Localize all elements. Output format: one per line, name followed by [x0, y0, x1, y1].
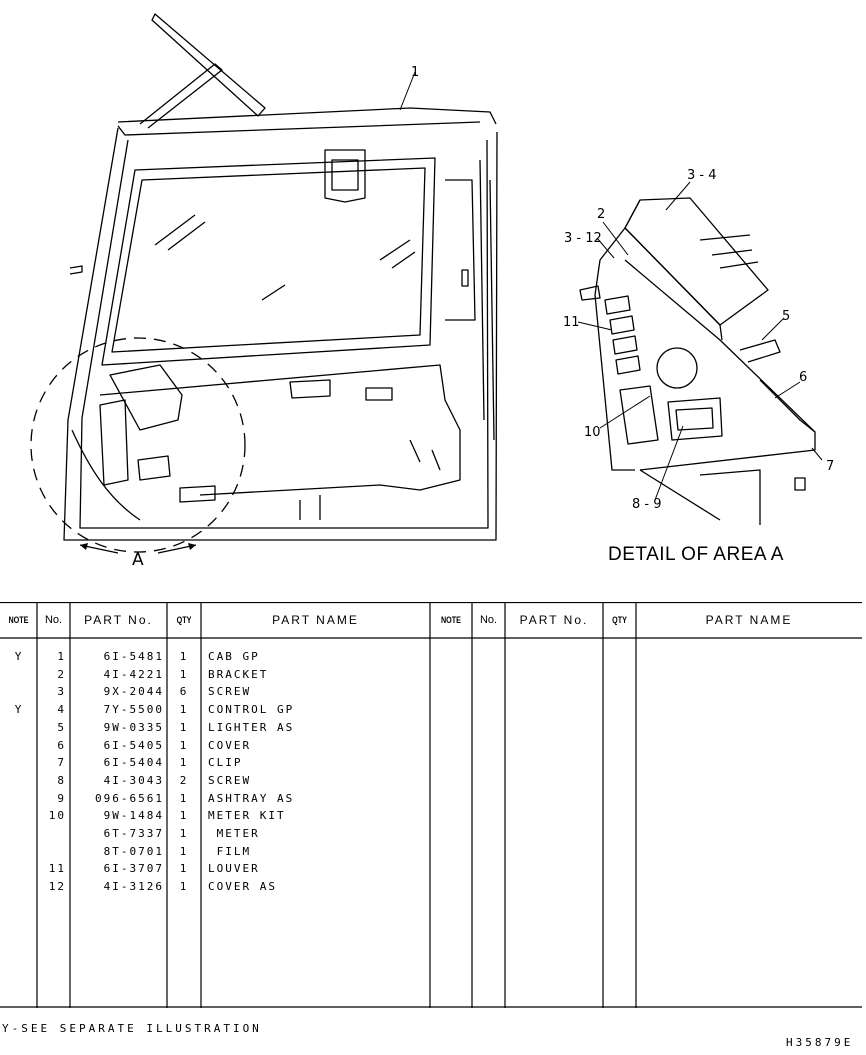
reference-number: H35879E	[786, 1036, 854, 1049]
cell-part-no: 4I-3043	[103, 773, 164, 787]
cell-no: 8	[57, 773, 66, 787]
cell-no: 1	[57, 650, 66, 663]
cell-qty: 1	[179, 880, 187, 894]
cell-qty: 1	[179, 667, 187, 681]
cell-no: 9	[57, 791, 66, 805]
cell-name: ASHTRAY AS	[208, 791, 295, 805]
cell-no: 12	[48, 880, 66, 894]
header-part-name-right: PART NAME	[705, 613, 793, 627]
cell-part-no: 4I-3126	[103, 880, 164, 894]
table-grid	[0, 602, 862, 1008]
cell-qty: 2	[179, 773, 187, 787]
header-part-no-right: PART No.	[519, 613, 589, 627]
callout-11: 11	[563, 315, 580, 330]
cell-qty: 1	[179, 756, 187, 770]
cell-qty: 1	[179, 809, 187, 823]
callout-3-12: 3 - 12	[564, 231, 602, 246]
cell-part-no: 4I-4221	[103, 667, 164, 681]
header-note-left: NOTE	[8, 615, 29, 625]
cell-name: METER KIT	[208, 809, 286, 823]
cell-no: 3	[57, 685, 66, 699]
cell-name: COVER	[208, 738, 252, 752]
cell-part-no: 6I-5404	[103, 756, 164, 770]
header-qty-right: QTY	[612, 615, 627, 625]
callout-7: 7	[826, 459, 834, 474]
cell-name: CLIP	[208, 756, 243, 770]
cell-name: LIGHTER AS	[208, 720, 295, 734]
cell-name: BRACKET	[208, 667, 269, 681]
parts-table: NOTE No. PART No. QTY PART NAME NOTE No.…	[0, 602, 862, 1008]
header-no-left: No.	[44, 614, 63, 626]
header-part-name-left: PART NAME	[272, 613, 359, 627]
cell-note: Y	[14, 650, 22, 663]
callout-2: 2	[597, 207, 605, 222]
callout-3-4: 3 - 4	[687, 168, 717, 183]
cell-no: 5	[57, 720, 66, 734]
parts-illustration: 1 3 - 4 2 3 - 12 11 5 6 10 7 8 - 9 A DET…	[30, 13, 834, 570]
cell-part-no: 9W-0335	[103, 720, 164, 734]
detail-title: DETAIL OF AREA A	[608, 544, 784, 565]
cell-no: 6	[57, 738, 66, 752]
header-part-no-left: PART No.	[84, 613, 153, 627]
callout-6: 6	[799, 370, 807, 385]
cell-part-no: 6I-5405	[103, 738, 164, 752]
header-qty-left: QTY	[176, 615, 192, 625]
cell-qty: 1	[179, 650, 187, 663]
cell-part-no: 9W-1484	[103, 809, 164, 823]
cell-part-no: 7Y-5500	[103, 703, 164, 717]
callout-8-9: 8 - 9	[632, 497, 662, 512]
cell-name: SCREW	[208, 773, 252, 787]
cell-note: Y	[14, 703, 22, 717]
cell-no: 11	[48, 862, 66, 876]
cell-name: CAB GP	[208, 650, 260, 663]
cell-part-no: 6I-5481	[103, 650, 164, 663]
cell-qty: 1	[179, 791, 187, 805]
cell-part-no: 9X-2044	[103, 685, 164, 699]
callout-10: 10	[584, 425, 601, 440]
cell-name: METER	[208, 827, 260, 840]
cell-qty: 1	[179, 720, 187, 734]
callout-5: 5	[782, 309, 790, 324]
cell-qty: 1	[179, 844, 187, 858]
cell-no: 7	[57, 756, 66, 770]
detail-area-circle	[30, 337, 246, 553]
header-no-right: No.	[479, 614, 498, 626]
footnote: Y-SEE SEPARATE ILLUSTRATION	[2, 1022, 262, 1035]
cab-drawing	[63, 13, 498, 541]
cell-qty: 6	[179, 685, 187, 699]
callout-1: 1	[411, 65, 419, 80]
cell-name: LOUVER	[208, 862, 260, 876]
callout-a: A	[132, 550, 144, 570]
cell-part-no: 8T-0701	[103, 844, 164, 858]
cell-part-no: 6T-7337	[103, 827, 164, 840]
cell-name: SCREW	[208, 685, 252, 699]
cell-part-no: 6I-3707	[103, 862, 164, 876]
cell-qty: 1	[179, 738, 187, 752]
cell-qty: 1	[179, 862, 187, 876]
cell-name: FILM	[208, 844, 252, 858]
cell-no: 4	[57, 703, 66, 717]
cell-part-no: 096-6561	[95, 791, 164, 805]
cell-name: COVER AS	[208, 880, 277, 894]
cell-name: CONTROL GP	[208, 703, 295, 717]
cell-qty: 1	[179, 703, 187, 717]
cell-no: 2	[57, 667, 66, 681]
detail-drawing	[579, 197, 816, 525]
header-note-right: NOTE	[440, 615, 461, 625]
cell-qty: 1	[179, 827, 187, 840]
cell-no: 10	[48, 809, 66, 823]
